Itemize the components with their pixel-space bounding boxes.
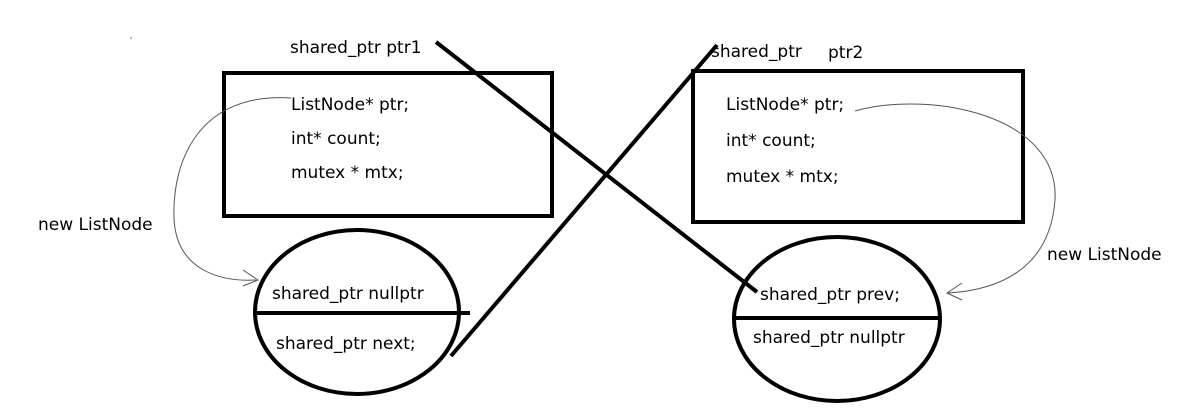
ptr1-label: shared_ptr ptr1 (290, 38, 422, 58)
right-field-count: int* count; (726, 131, 816, 151)
left-field-count: int* count; (291, 129, 381, 149)
left-field-ptr: ListNode* ptr; (291, 95, 409, 115)
right-arrow-head (945, 282, 963, 301)
right-node-bottom-field: shared_ptr nullptr (753, 328, 905, 348)
right-control-block (691, 69, 1025, 224)
right-field-mtx: mutex * mtx; (726, 167, 839, 187)
left-node-bottom-field: shared_ptr next; (276, 334, 416, 354)
ptr2-label-a: shared_ptr (711, 42, 802, 62)
left-arrow-head (242, 269, 260, 287)
left-node-top-field: shared_ptr nullptr (272, 284, 424, 304)
right-new-listnode-label: new ListNode (1047, 245, 1162, 265)
left-control-block (222, 71, 554, 218)
ptr1-to-prev-line (434, 40, 759, 294)
next-to-ptr2-line (449, 43, 719, 358)
right-new-listnode-arrow (854, 103, 1056, 294)
right-field-ptr: ListNode* ptr; (726, 95, 844, 115)
left-new-listnode-label: new ListNode (38, 215, 153, 235)
ptr2-label-b: ptr2 (828, 43, 863, 63)
stray-dot (130, 37, 132, 39)
left-new-listnode-arrow (173, 97, 292, 281)
right-node-top-field: shared_ptr prev; (760, 285, 900, 305)
left-field-mtx: mutex * mtx; (291, 163, 404, 183)
